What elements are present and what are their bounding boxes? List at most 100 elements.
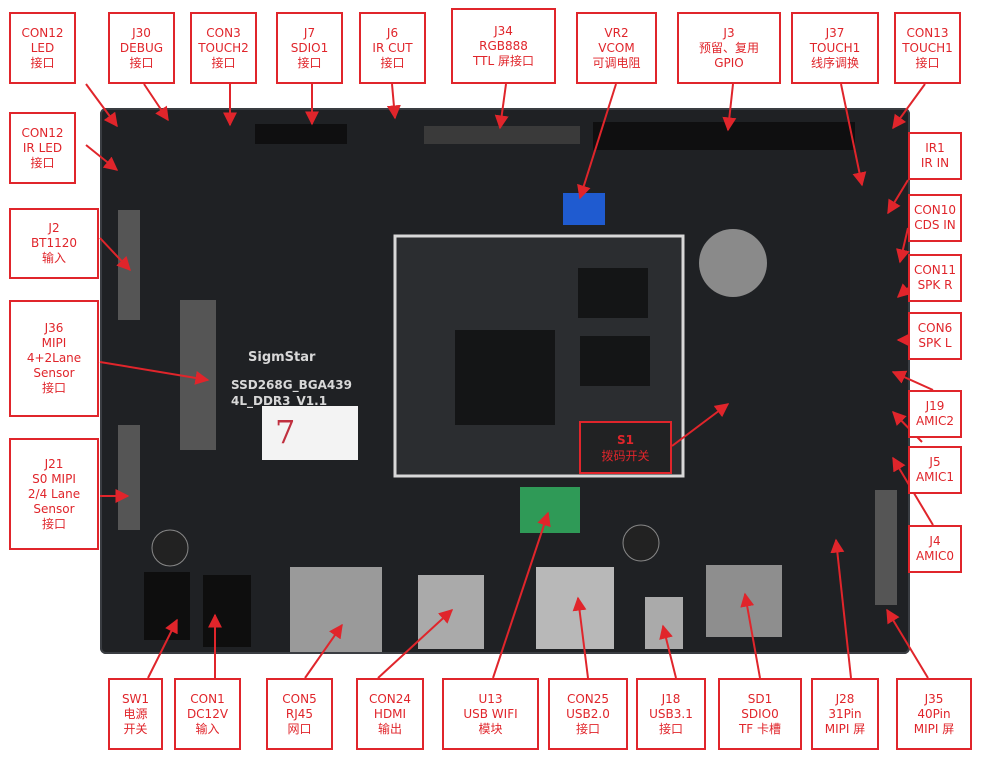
callout-line: J30 <box>132 25 151 40</box>
callout-line: 输入 <box>41 251 66 265</box>
callout-line: BT1120 <box>30 236 78 250</box>
callout-line: SDIO0 <box>741 706 779 721</box>
callout-line: 线序调换 <box>810 55 859 70</box>
callout-line: CON11 <box>913 263 957 277</box>
callout-line: VCOM <box>598 40 635 55</box>
callout-line: USB2.0 <box>566 706 610 721</box>
ddr-chip-1 <box>578 268 648 318</box>
sticker-text: 7 <box>275 413 296 451</box>
callout-line: HDMI <box>373 706 407 721</box>
callout-line: SPK R <box>917 278 953 292</box>
callout-line: J6 <box>386 25 399 40</box>
callout-line: CON24 <box>368 691 412 706</box>
callout-line: 31Pin <box>828 706 862 721</box>
callout-line: 网口 <box>287 721 312 736</box>
arrows <box>85 83 934 679</box>
callout-line: SPK L <box>918 336 952 350</box>
callout-line: CON12 <box>21 25 64 40</box>
soc-chip <box>455 330 555 425</box>
callout-line: J7 <box>303 25 316 40</box>
mipi-connector-j35 <box>875 490 897 605</box>
callout-line: 接口 <box>41 381 66 395</box>
callout-line: AMIC2 <box>915 414 955 428</box>
callout-line: U13 <box>478 691 503 706</box>
callout-line: USB WIFI <box>463 706 518 721</box>
callout-line: S1 <box>617 432 634 447</box>
callout-line: 接口 <box>575 721 600 736</box>
callout-line: J37 <box>825 25 845 40</box>
ddr-chip-2 <box>580 336 650 386</box>
callout-line: J34 <box>494 23 513 38</box>
callout-line: 预留、复用 <box>698 40 759 55</box>
bt1120-connector-j2 <box>118 210 140 320</box>
callout-line: J28 <box>835 691 855 706</box>
callout-line: 接口 <box>41 516 66 531</box>
callout-line: RGB888 <box>479 38 528 53</box>
callout-line: TTL 屏接口 <box>473 53 534 68</box>
callout-line: AMIC0 <box>915 549 955 563</box>
callout-line: TOUCH1 <box>809 40 861 55</box>
callout-line: MIPI 屏 <box>913 721 955 736</box>
vcom-potentiometer <box>563 193 605 225</box>
rj45-port <box>290 567 382 652</box>
callout-line: S0 MIPI <box>32 471 76 486</box>
callout-line: GPIO <box>714 55 744 70</box>
callout-line: IR CUT <box>372 40 413 55</box>
callout-line: Sensor <box>33 366 75 380</box>
sticker <box>262 406 358 460</box>
callout-line: 接口 <box>30 155 55 170</box>
callout-line: DEBUG <box>119 40 164 55</box>
callout-line: 电源 <box>123 706 148 721</box>
callout-line: VR2 <box>604 25 629 40</box>
callout-line: CON13 <box>906 25 949 40</box>
callout-line: IR IN <box>920 156 950 170</box>
callout-line: J5 <box>929 455 941 469</box>
capacitor <box>622 524 660 562</box>
callout-line: IR LED <box>22 140 63 155</box>
callout-line: TOUCH2 <box>198 40 249 55</box>
callout-line: TOUCH1 <box>902 40 953 55</box>
callout-line: MIPI <box>41 336 67 350</box>
callout-line: CDS IN <box>914 218 956 232</box>
callout-line: J2 <box>48 221 60 235</box>
wifi-module <box>520 487 580 533</box>
silkscreen-brand: SigmStar <box>248 350 316 365</box>
callout-line: J36 <box>44 321 64 335</box>
callout-line: J35 <box>924 691 944 706</box>
callout-line: SDIO1 <box>290 40 329 55</box>
callout-line: CON6 <box>917 321 953 335</box>
silkscreen-model: SSD268G_BGA439 <box>231 378 352 392</box>
mipi-connector-j36 <box>180 300 216 450</box>
callout-line: CON3 <box>206 25 241 40</box>
callout-line: 接口 <box>129 55 154 70</box>
callout-line: MIPI 屏 <box>824 721 866 736</box>
s1-dip-switch-callout: S1 拨码开关 <box>579 421 672 474</box>
callout-line: 输入 <box>195 721 220 736</box>
callout-line: Sensor <box>33 501 75 516</box>
callout-line: 接口 <box>658 721 683 736</box>
callout-line: LED <box>30 40 55 55</box>
